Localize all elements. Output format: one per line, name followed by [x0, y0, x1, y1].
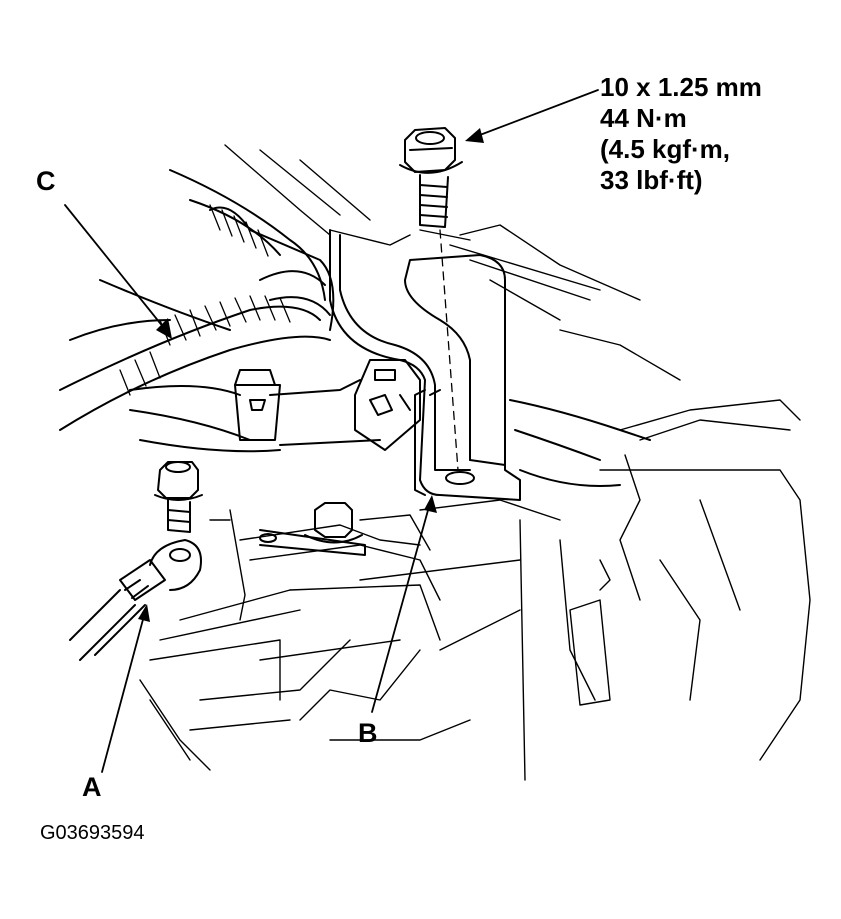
- wire-harness-c: [60, 170, 333, 430]
- engine-body-outline: [140, 145, 810, 780]
- leader-arrowheads: [138, 128, 484, 622]
- bolt-center-line: [440, 230, 458, 470]
- label-a: A: [82, 772, 102, 802]
- torque-kgfm: (4.5 kgf·m,: [600, 134, 731, 164]
- bracket-b: [330, 230, 520, 500]
- bolt-torque-spec: 10 x 1.25 mm 44 N·m (4.5 kgf·m, 33 lbf·f…: [600, 72, 762, 196]
- torque-nm: 44 N·m: [600, 103, 687, 133]
- figure-id: G03693594: [40, 822, 145, 844]
- ground-cable-terminal: [70, 540, 201, 660]
- bolt-size: 10 x 1.25 mm: [600, 72, 762, 102]
- stud-nut: [260, 503, 365, 555]
- harness-clip: [235, 370, 280, 440]
- lower-wire-harness: [130, 380, 650, 486]
- label-c: C: [36, 166, 56, 196]
- harness-ribs: [120, 205, 290, 395]
- label-b: B: [358, 718, 378, 748]
- ground-bolt: [155, 462, 202, 532]
- torque-lbfft: 33 lbf·ft): [600, 165, 703, 195]
- leader-lines: [65, 90, 598, 772]
- mounting-bolt-top: [400, 128, 462, 227]
- harness-connector: [355, 360, 420, 450]
